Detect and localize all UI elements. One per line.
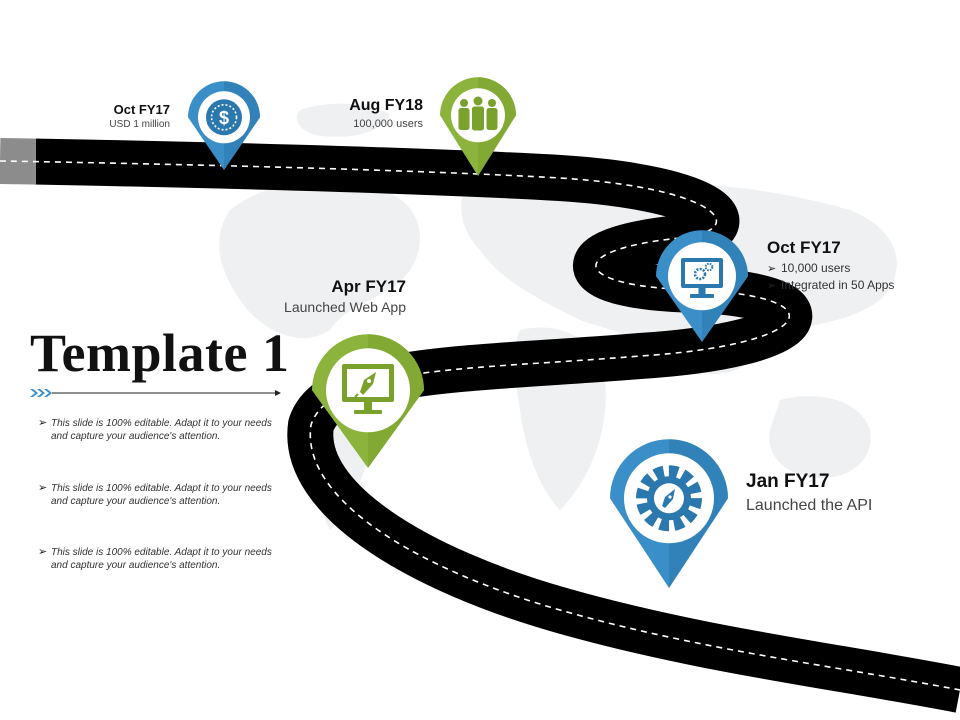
slide-title: Template 1 bbox=[30, 323, 290, 383]
dollar-coin-icon: $ bbox=[206, 99, 242, 136]
milestone-pin-jan-fy17-api[interactable] bbox=[610, 439, 728, 588]
milestone-description: USD 1 million bbox=[109, 119, 170, 130]
title-arrow-rule bbox=[30, 389, 281, 397]
milestone-pin-oct-fy17-apps[interactable] bbox=[656, 230, 748, 342]
bullet-arrow-icon: ➢ bbox=[767, 263, 777, 275]
milestone-label-oct-fy17-funding: Oct FY17 USD 1 million bbox=[109, 102, 170, 130]
milestone-label-oct-fy17-apps: Oct FY17 ➢10,000 users ➢Integrated in 50… bbox=[767, 238, 894, 294]
list-item: ➢Integrated in 50 Apps bbox=[767, 278, 895, 292]
people-group-icon bbox=[458, 96, 498, 131]
milestone-date: Oct FY17 bbox=[767, 238, 841, 257]
bullet-arrow-icon: ➢ bbox=[38, 482, 48, 494]
bullet-item-3: ➢ This slide is 100% editable. Adapt it … bbox=[38, 546, 272, 571]
milestone-date: Apr FY17 bbox=[331, 277, 406, 296]
milestone-label-aug-fy18-users: Aug FY18 100,000 users bbox=[349, 97, 423, 130]
monitor-rocket-icon bbox=[342, 364, 394, 414]
bullet-item-2: ➢ This slide is 100% editable. Adapt it … bbox=[38, 482, 272, 507]
milestone-date: Oct FY17 bbox=[113, 102, 170, 117]
road bbox=[0, 130, 960, 713]
milestone-description: 100,000 users bbox=[353, 118, 423, 130]
milestone-pin-aug-fy18-users[interactable] bbox=[440, 77, 516, 176]
gear-rocket-icon bbox=[636, 465, 702, 532]
milestone-description: Launched Web App bbox=[284, 299, 406, 315]
monitor-gears-icon bbox=[681, 258, 723, 298]
milestone-detail-list: ➢10,000 users ➢Integrated in 50 Apps bbox=[767, 260, 894, 294]
milestone-date: Aug FY18 bbox=[349, 97, 423, 114]
bullet-item-1: ➢ This slide is 100% editable. Adapt it … bbox=[38, 417, 272, 442]
milestone-label-jan-fy17-api: Jan FY17 Launched the API bbox=[746, 471, 872, 515]
bullet-arrow-icon: ➢ bbox=[767, 280, 777, 292]
bullet-arrow-icon: ➢ bbox=[38, 546, 48, 558]
list-item: ➢10,000 users bbox=[767, 261, 851, 275]
milestone-pin-apr-fy17-webapp[interactable] bbox=[312, 334, 424, 468]
svg-text:$: $ bbox=[219, 108, 229, 128]
milestone-date: Jan FY17 bbox=[746, 471, 830, 492]
milestone-description: Launched the API bbox=[746, 497, 873, 514]
bullet-arrow-icon: ➢ bbox=[38, 417, 48, 429]
milestone-pin-oct-fy17-funding[interactable]: $ bbox=[188, 81, 260, 170]
milestone-label-apr-fy17-webapp: Apr FY17 Launched Web App bbox=[284, 277, 406, 315]
